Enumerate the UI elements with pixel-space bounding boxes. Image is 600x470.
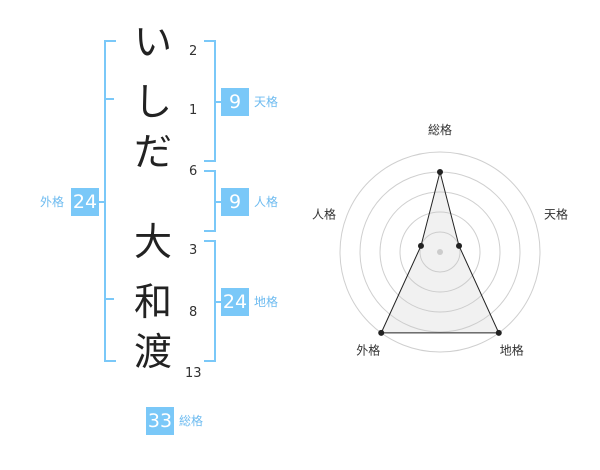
radar-axis-label: 地格: [500, 343, 524, 358]
stroke-count: 1: [189, 103, 198, 118]
gaikaku-value: 24: [71, 188, 99, 216]
stroke-count: 3: [189, 243, 198, 258]
name-char: だ: [133, 130, 172, 174]
name-char: 和: [133, 280, 172, 324]
radar-point: [378, 329, 385, 336]
stroke-count: 2: [189, 44, 198, 59]
bracket-tick: [104, 98, 114, 100]
radar-point: [417, 242, 424, 249]
jinkaku-connector: [214, 201, 222, 203]
soukaku-label: 総格: [179, 414, 204, 428]
jinkaku-label: 人格: [254, 195, 279, 209]
chikaku-connector: [214, 301, 222, 303]
stroke-count: 13: [185, 366, 202, 381]
tenkaku-connector: [214, 101, 222, 103]
stroke-count: 6: [189, 164, 198, 179]
radar-axis-label: 人格: [312, 206, 336, 221]
radar-axis-label: 天格: [544, 206, 568, 221]
gaikaku-connector: [98, 201, 106, 203]
radar-axis-label: 外格: [356, 343, 380, 358]
radar-point: [495, 329, 502, 336]
name-char: 渡: [133, 330, 172, 374]
name-char: し: [133, 80, 172, 124]
radar-ring: [379, 191, 501, 313]
radar-axis-label: 総格: [428, 122, 452, 137]
soukaku-value: 33: [146, 407, 174, 435]
radar-point: [456, 242, 463, 249]
radar-ring: [339, 151, 541, 353]
radar-ring: [419, 231, 461, 273]
name-char: い: [133, 20, 172, 64]
stroke-count: 8: [189, 305, 198, 320]
radar-center: [437, 249, 443, 255]
tenkaku-value: 9: [221, 88, 249, 116]
gaikaku-label: 外格: [40, 195, 65, 209]
radar-point: [437, 169, 443, 175]
chikaku-label: 地格: [254, 295, 279, 309]
name-char: 大: [133, 220, 172, 264]
chikaku-value: 24: [221, 288, 249, 316]
radar-ring: [399, 211, 481, 293]
bracket-tick: [104, 298, 114, 300]
jinkaku-value: 9: [221, 188, 249, 216]
tenkaku-label: 天格: [254, 95, 279, 109]
